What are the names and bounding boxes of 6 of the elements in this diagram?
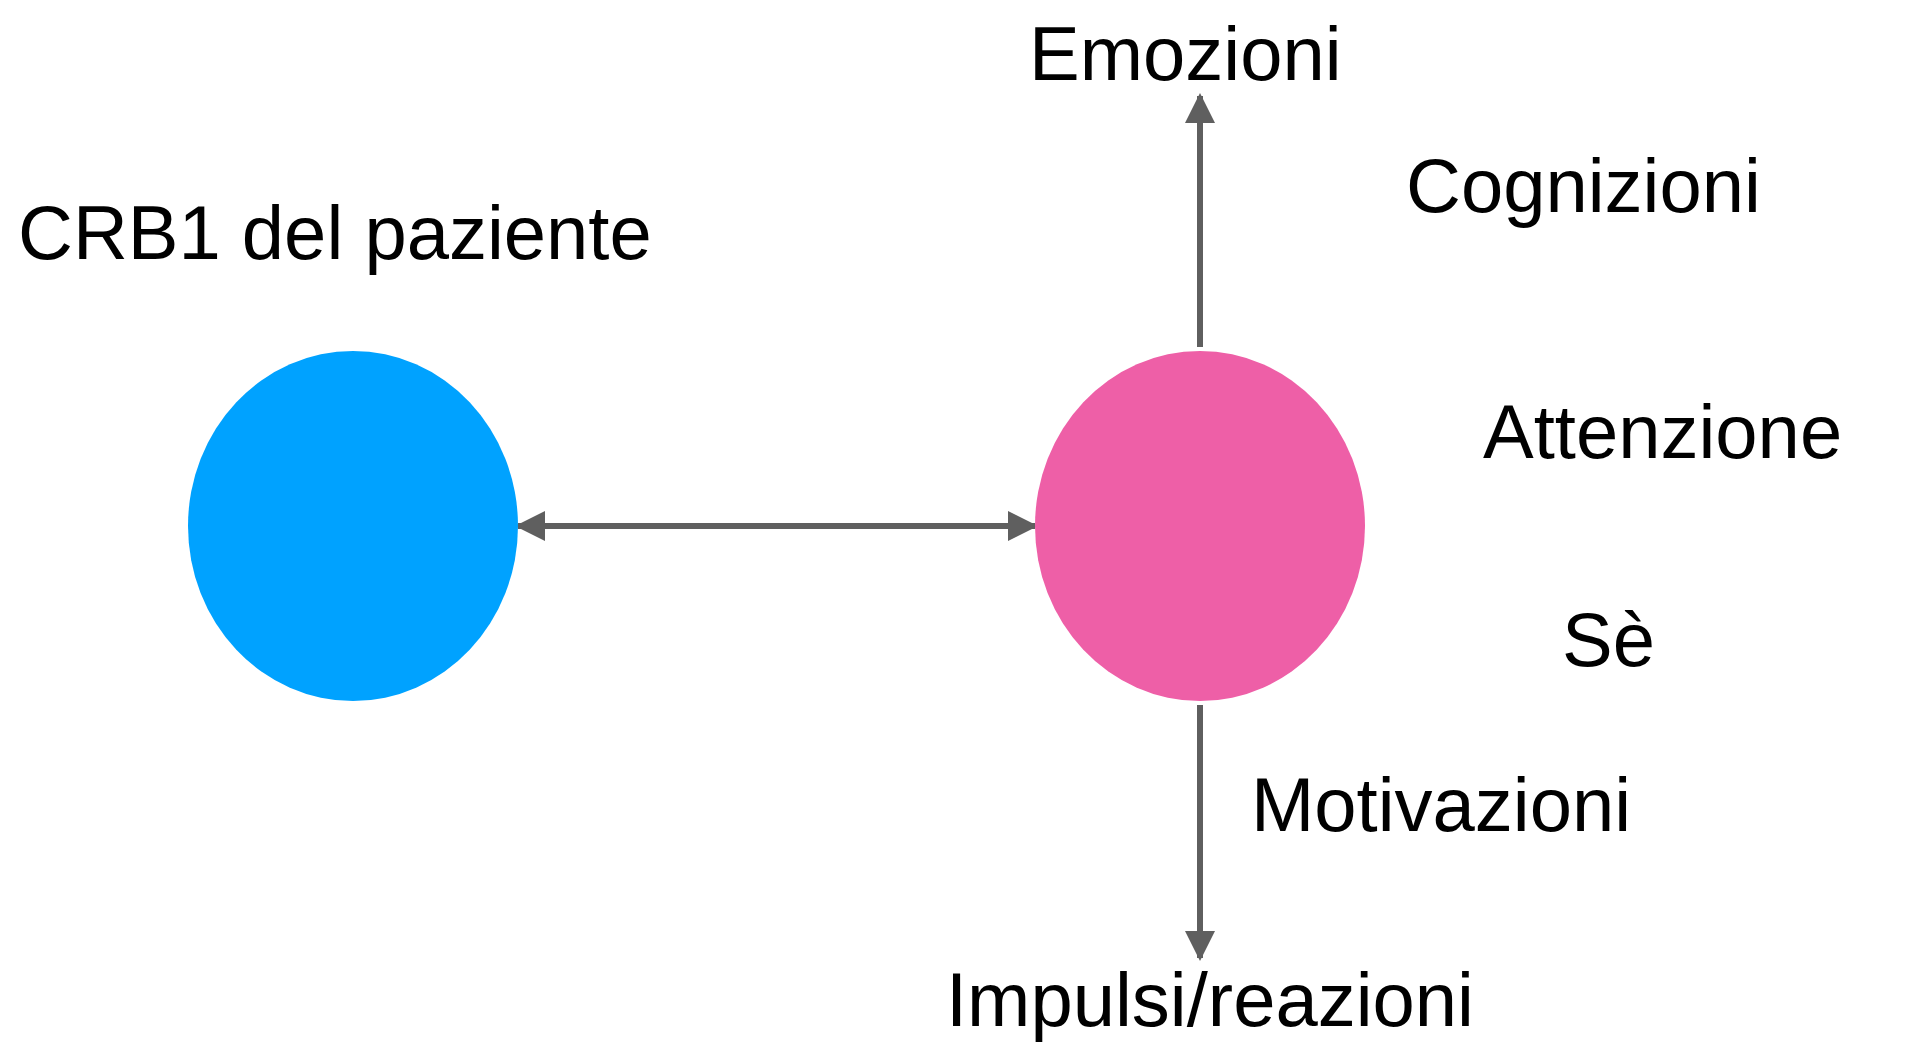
text-label: Sè (1562, 602, 1655, 678)
arrow (1185, 705, 1215, 961)
arrow (1185, 93, 1215, 347)
node-label: Emozioni (1029, 16, 1342, 92)
text-label: Motivazioni (1251, 767, 1632, 843)
text-label: Attenzione (1483, 394, 1843, 470)
